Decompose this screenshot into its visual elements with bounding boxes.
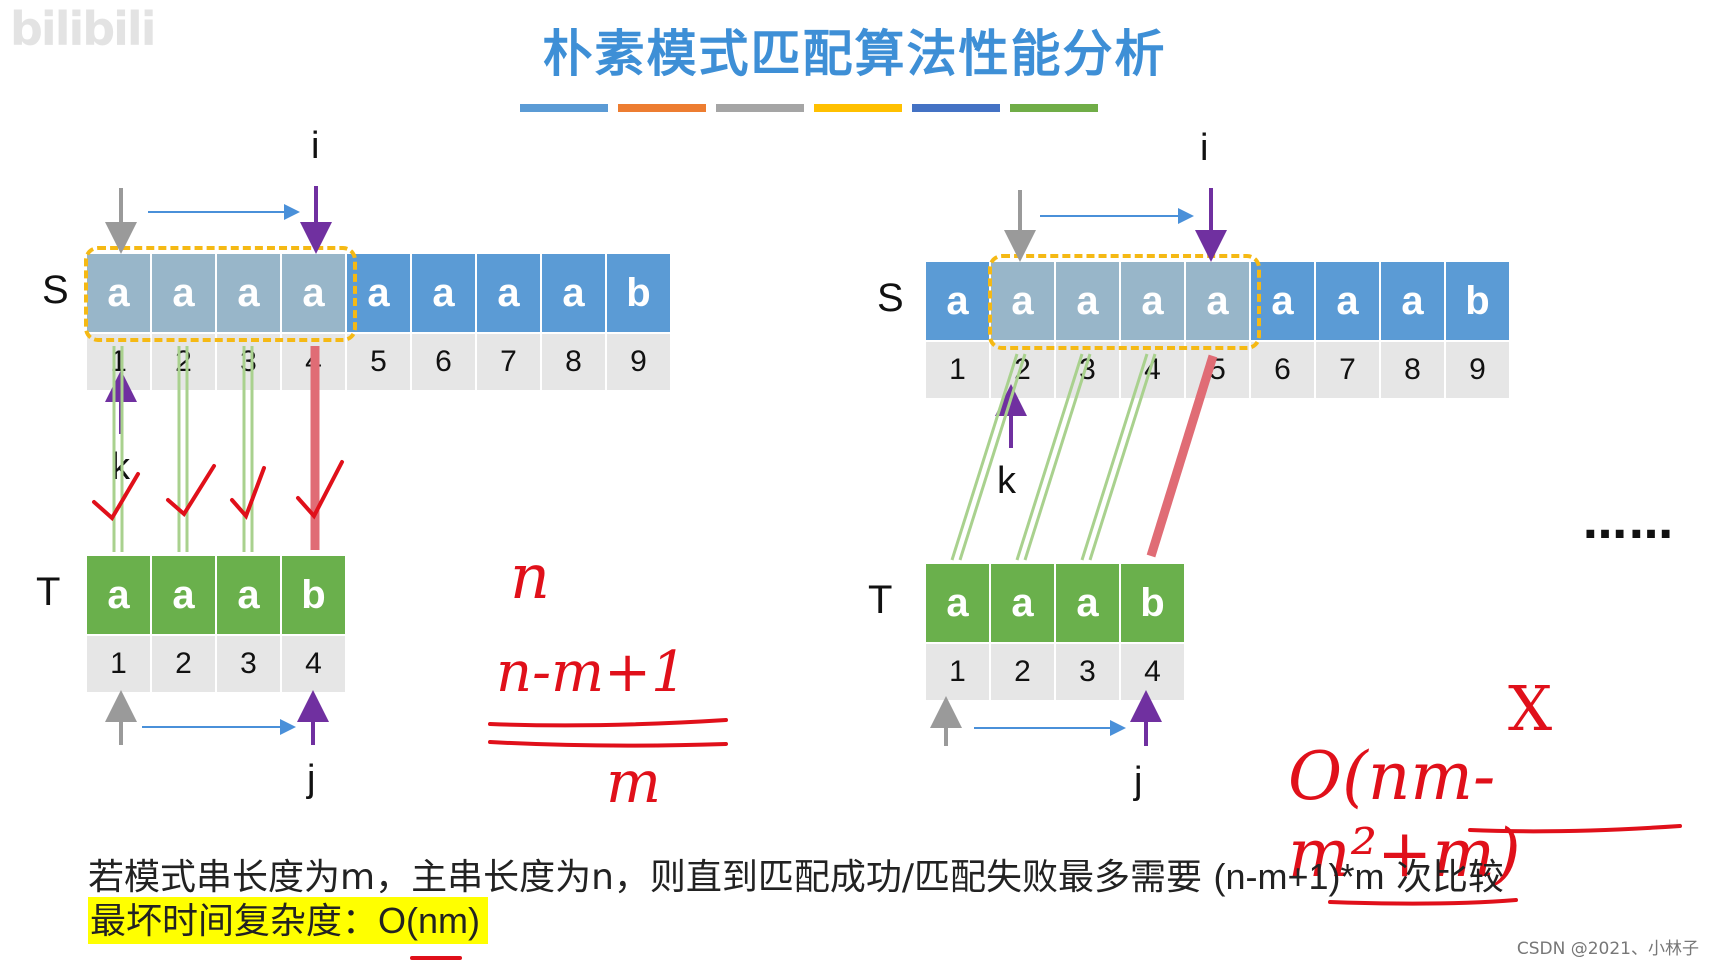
left-s-label: S (42, 268, 69, 312)
comparison-count-sentence: 若模式串长度为m，主串长度为n，则直到匹配成功/匹配失败最多需要 (n-m+1)… (88, 848, 1504, 900)
right-t-index-cell: 3 (1056, 644, 1119, 700)
right-t-char-cell: a (926, 564, 989, 642)
credit-text: CSDN @2021、小林子 (1516, 939, 1699, 959)
handwritten-complexity: O(nm-m²+m) (1288, 738, 1521, 892)
right-t-char-cell: b (1121, 564, 1184, 642)
right-t-char-cell: a (1056, 564, 1119, 642)
right-match-line-1b (958, 353, 1027, 561)
left-t-char-cell: a (152, 556, 215, 634)
right-k-label: k (997, 460, 1016, 502)
left-s-char-cell: a (477, 254, 540, 332)
right-mismatch-line (1146, 354, 1218, 558)
title-stripe-5 (912, 104, 1000, 112)
left-s-char-cell: b (607, 254, 670, 332)
sentence-text-before: 若模式串长度为m，主串长度为n，则直到匹配成功/匹配失败最多需要 (88, 857, 1203, 898)
right-s-char-cell: a (1251, 262, 1314, 340)
left-j-label: j (307, 758, 316, 800)
sentence-underline (1328, 898, 1518, 906)
left-t-char-cell: a (87, 556, 150, 634)
left-s-char-cell: a (217, 254, 280, 332)
right-s-char-cell: a (1381, 262, 1444, 340)
right-s-char-cell: a (991, 262, 1054, 340)
right-s-char-cell: a (1186, 262, 1249, 340)
sentence-text-after: 次比较 (1395, 857, 1504, 898)
ellipsis: …… (1583, 498, 1675, 549)
left-t-index-cell: 4 (282, 636, 345, 692)
right-s-char-cell: b (1446, 262, 1509, 340)
worst-case-complexity: 最坏时间复杂度：O(nm) (88, 897, 489, 944)
title-stripe-6 (1010, 104, 1098, 112)
left-s-char-cell: a (412, 254, 475, 332)
check-mark-4 (296, 460, 344, 520)
right-match-line-3b (1088, 353, 1157, 561)
worst-case-label: 最坏时间复杂度： (90, 901, 379, 942)
right-s-char-cell: a (926, 262, 989, 340)
check-mark-3 (230, 466, 266, 520)
left-t-char-cell: a (217, 556, 280, 634)
right-s-char-cell: a (1056, 262, 1119, 340)
right-s-char-cell: a (1121, 262, 1184, 340)
right-match-line-2 (1015, 353, 1084, 561)
left-t-char-cell: b (282, 556, 345, 634)
check-mark-2 (166, 464, 216, 518)
right-s-index-cell: 9 (1446, 342, 1509, 398)
left-t-index-cell: 3 (217, 636, 280, 692)
left-s-char-cell: a (87, 254, 150, 332)
right-s-index-cell: 6 (1251, 342, 1314, 398)
left-s-char-cell: a (347, 254, 410, 332)
right-compare-window (988, 254, 1261, 350)
left-s-index-cell: 9 (607, 334, 670, 390)
worst-case-value: O(nm) (378, 900, 481, 941)
handwritten-m: m (606, 748, 661, 816)
formula-underline-1 (488, 718, 728, 728)
right-s-index-cell: 8 (1381, 342, 1444, 398)
handwritten-n: n (510, 540, 550, 613)
page-title: 朴素模式匹配算法性能分析 (542, 24, 1167, 83)
right-j-label: j (1134, 760, 1143, 802)
title-stripe-2 (618, 104, 706, 112)
left-s-index-cell: 8 (542, 334, 605, 390)
right-t-char-cell: a (991, 564, 1054, 642)
formula-underline-2 (488, 740, 728, 748)
right-s-char-cell: a (1316, 262, 1379, 340)
right-match-line-2b (1023, 353, 1092, 561)
right-match-line-3 (1080, 353, 1149, 561)
sentence-formula: (n-m+1)*m (1213, 856, 1385, 897)
left-t-index-cell: 2 (152, 636, 215, 692)
handwritten-cross-mark: X (1508, 672, 1553, 745)
right-s-index-cell: 1 (926, 342, 989, 398)
check-mark-1 (92, 472, 140, 522)
right-t-index-cell: 2 (991, 644, 1054, 700)
left-s-index-cell: 5 (347, 334, 410, 390)
right-t-index-cell: 1 (926, 644, 989, 700)
right-s-label: S (877, 276, 904, 320)
title-stripe-4 (814, 104, 902, 112)
handwritten-n-m-plus-1: n-m+1 (496, 640, 687, 705)
left-t-index-cell: 1 (87, 636, 150, 692)
left-s-index-cell: 7 (477, 334, 540, 390)
left-s-index-cell: 6 (412, 334, 475, 390)
left-t-label: T (36, 570, 61, 614)
left-s-char-cell: a (282, 254, 345, 332)
left-compare-window (84, 246, 357, 342)
right-i-label: i (1200, 127, 1209, 169)
watermark-logo: bilibili (10, 2, 156, 56)
right-s-index-cell: 5 (1186, 342, 1249, 398)
right-s-index-cell: 7 (1316, 342, 1379, 398)
complexity-underline (1468, 824, 1682, 834)
title-stripe-3 (716, 104, 804, 112)
right-t-label: T (868, 578, 893, 622)
left-s-char-cell: a (152, 254, 215, 332)
right-match-line-1 (950, 353, 1019, 561)
left-i-label: i (311, 125, 320, 167)
left-s-char-cell: a (542, 254, 605, 332)
title-stripe-1 (520, 104, 608, 112)
